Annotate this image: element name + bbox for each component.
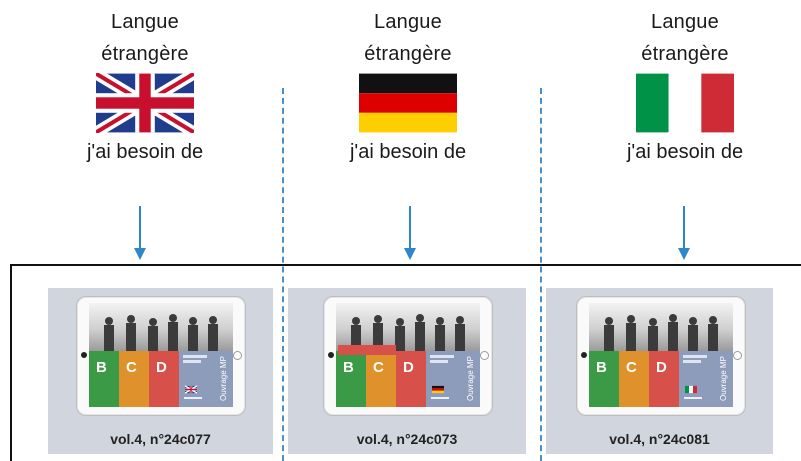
people-photo — [336, 303, 480, 351]
product-card-english[interactable]: B C D Ouvrage MP vol.4, n°24c077 — [48, 288, 273, 454]
cover-screen: B C D Ouvrage MP — [89, 303, 233, 407]
uk-flag-icon — [185, 385, 197, 394]
cover-side-text: Ouvrage MP — [219, 356, 228, 402]
reference-caption: vol.4, n°24c077 — [110, 431, 211, 447]
block-b: B — [89, 351, 119, 407]
germany-flag-icon — [359, 73, 457, 133]
camera-icon — [328, 352, 334, 358]
cover-red-label — [338, 345, 396, 355]
block-d: D — [149, 351, 179, 407]
column-header-english: Langue étrangère j'ai besoin de — [35, 6, 255, 166]
block-d: D — [649, 351, 679, 407]
cover-side-panel: Ouvrage MP — [679, 351, 733, 407]
home-button-icon — [733, 351, 742, 360]
need-text: j'ai besoin de — [626, 141, 744, 163]
column-header-italian: Langue étrangère j'ai besoin de — [575, 6, 795, 166]
block-c: C — [119, 351, 149, 407]
block-b: B — [336, 351, 366, 407]
camera-icon — [81, 352, 87, 358]
title-line1: Langue — [374, 11, 442, 33]
italy-flag-icon — [685, 385, 697, 394]
down-arrow-icon — [678, 206, 690, 260]
people-photo — [589, 303, 733, 351]
reference-caption: vol.4, n°24c073 — [356, 431, 458, 447]
tablet-cover: B C D Ouvrage MP — [76, 296, 246, 416]
frame-left-line — [10, 264, 12, 461]
down-arrow-icon — [404, 206, 416, 260]
home-button-icon — [233, 351, 242, 360]
block-c: C — [619, 351, 649, 407]
need-text: j'ai besoin de — [349, 141, 467, 163]
cover-side-panel: Ouvrage MP — [426, 351, 480, 407]
cover-screen: B C D Ouvrage MP — [589, 303, 733, 407]
column-divider — [282, 88, 284, 461]
title-line1: Langue — [111, 11, 179, 33]
title-line2: étrangère — [364, 43, 452, 65]
cover-screen: B C D Ouvrage MP — [336, 303, 480, 407]
germany-flag-icon — [432, 385, 444, 394]
title-line2: étrangère — [101, 43, 189, 65]
italy-flag-icon — [636, 73, 734, 133]
camera-icon — [581, 352, 587, 358]
product-card-italian[interactable]: B C D Ouvrage MP vol.4, n°24c081 — [546, 288, 773, 454]
column-divider — [540, 88, 542, 461]
cover-side-panel: Ouvrage MP — [179, 351, 233, 407]
tablet-cover: B C D Ouvrage MP — [323, 296, 493, 416]
cover-side-text: Ouvrage MP — [719, 356, 728, 402]
product-card-german[interactable]: B C D Ouvrage MP vol.4, n°24c073 — [288, 288, 526, 454]
title-line1: Langue — [651, 11, 719, 33]
need-text: j'ai besoin de — [86, 141, 204, 163]
cover-side-text: Ouvrage MP — [466, 356, 475, 402]
uk-flag-icon — [96, 73, 194, 133]
reference-caption: vol.4, n°24c081 — [609, 431, 710, 447]
column-header-german: Langue étrangère j'ai besoin de — [298, 6, 518, 166]
block-c: C — [366, 351, 396, 407]
home-button-icon — [480, 351, 489, 360]
tablet-cover: B C D Ouvrage MP — [576, 296, 746, 416]
block-d: D — [396, 351, 426, 407]
block-b: B — [589, 351, 619, 407]
title-line2: étrangère — [641, 43, 729, 65]
down-arrow-icon — [134, 206, 146, 260]
people-photo — [89, 303, 233, 351]
frame-top-line — [10, 264, 801, 266]
